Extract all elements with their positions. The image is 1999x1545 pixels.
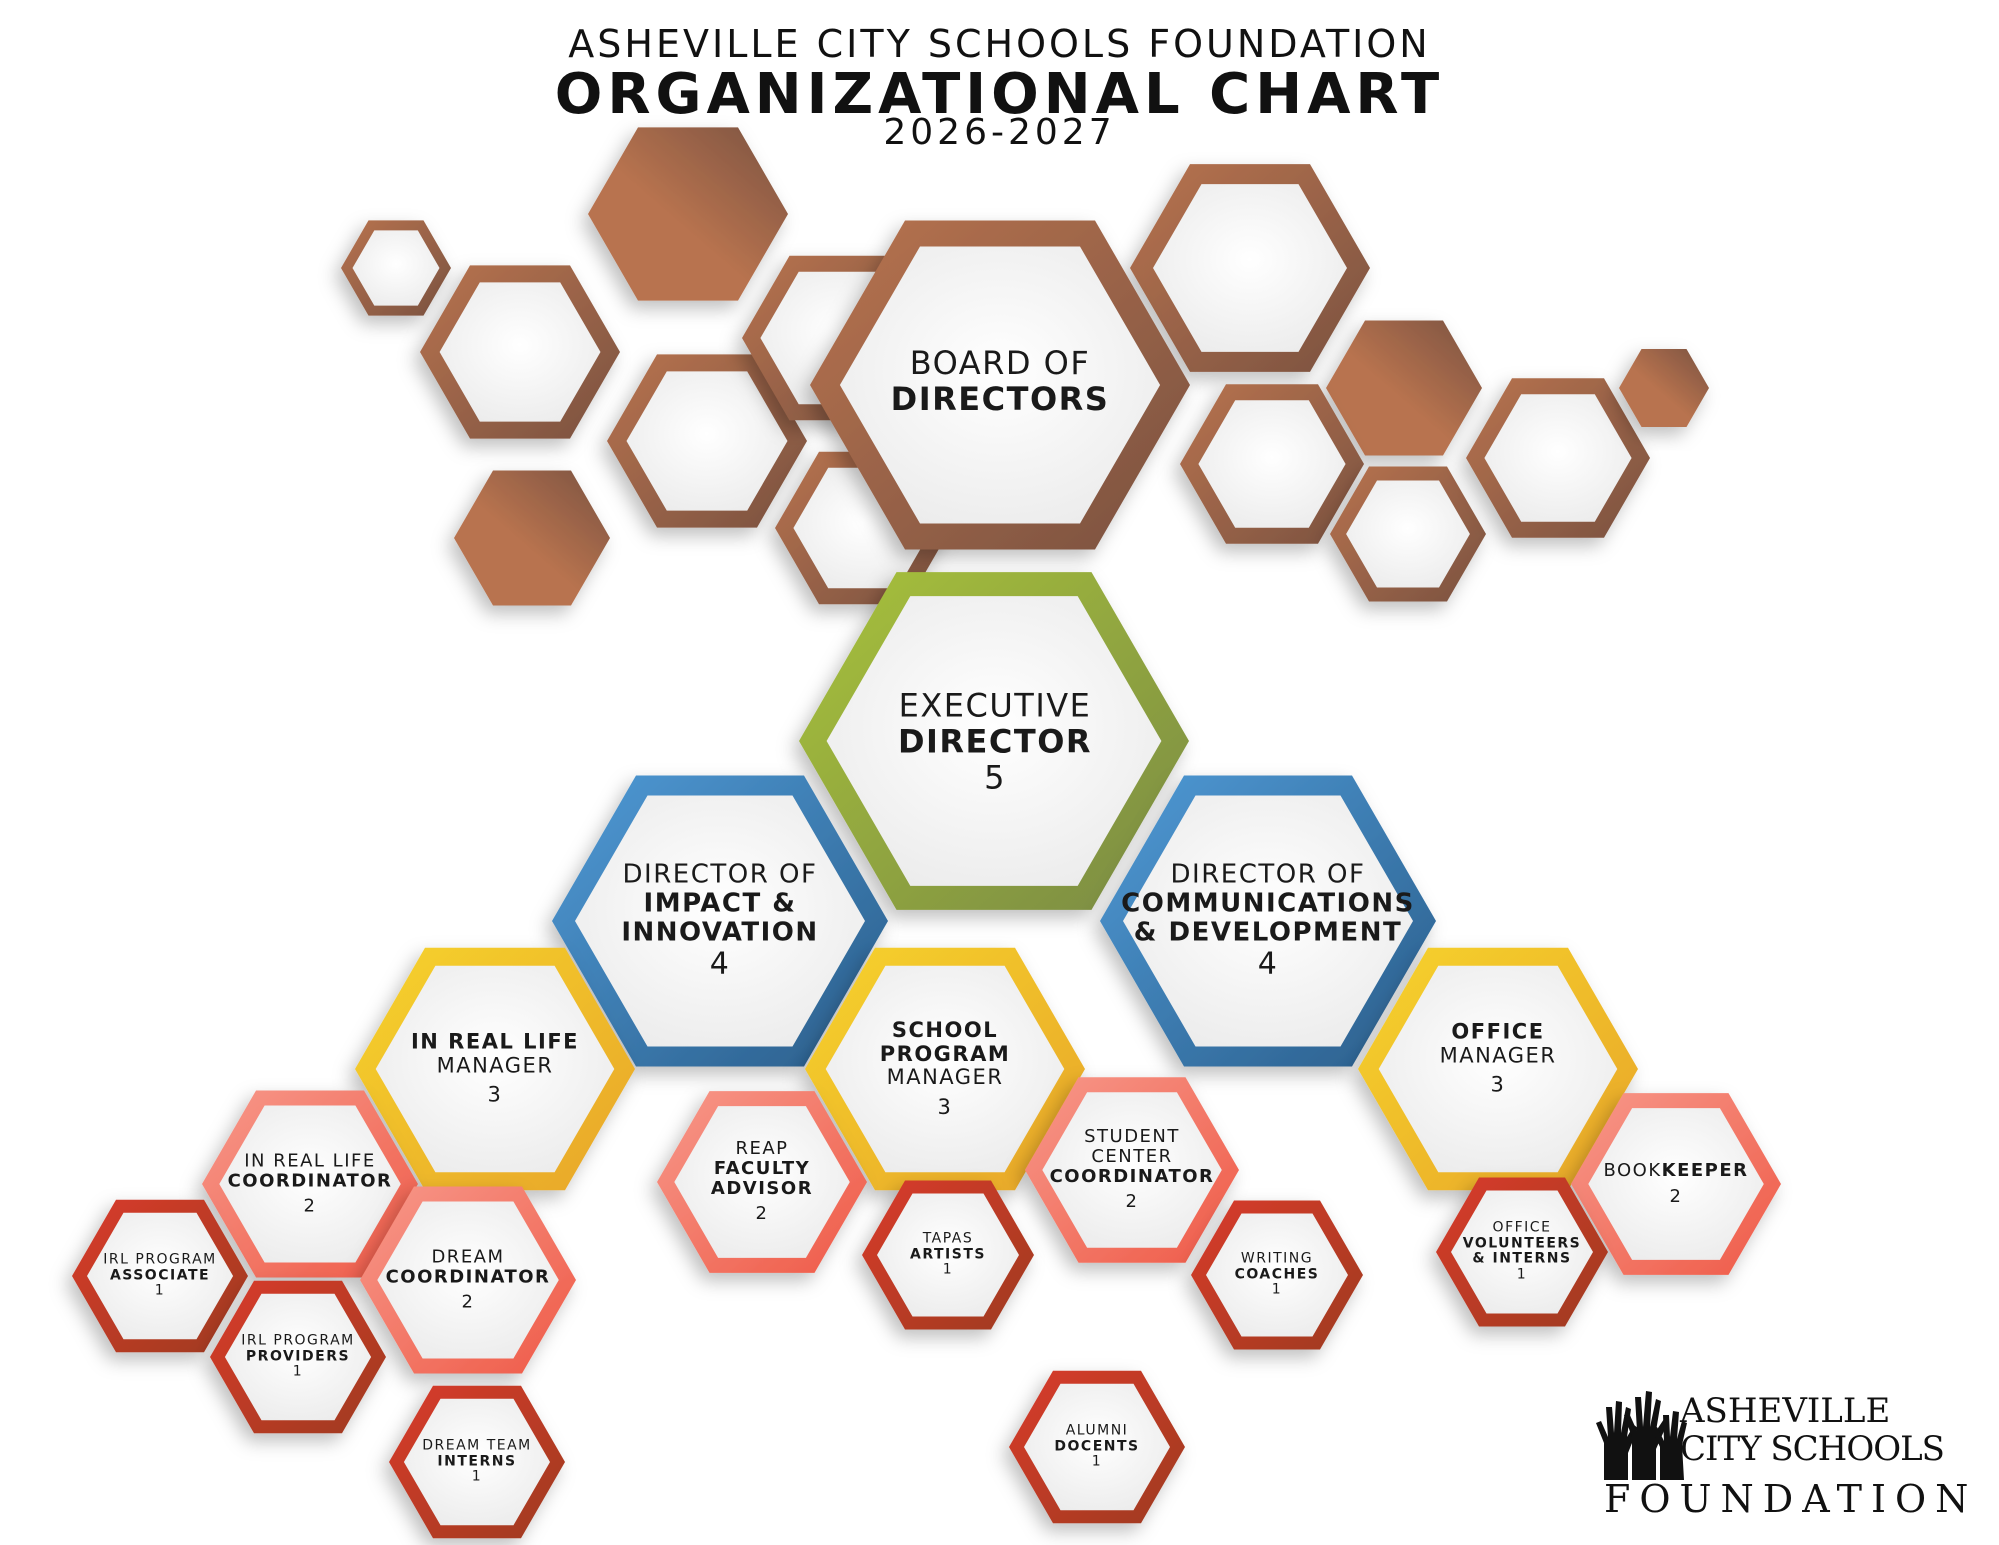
school-program-manager-label: SCHOOL PROGRAM MANAGER 3 xyxy=(879,1017,1011,1119)
director-communications-label: DIRECTOR OF COMMUNICATIONS & DEVELOPMENT… xyxy=(1121,859,1415,982)
chart-year: 2026-2027 xyxy=(883,112,1116,153)
bookkeeper-hex xyxy=(1571,1093,1781,1275)
dream-coordinator-hex xyxy=(360,1186,576,1374)
irl-manager-hex xyxy=(355,947,635,1191)
office-manager-label: OFFICE MANAGER 3 xyxy=(1439,1019,1557,1097)
raised-hands-icon xyxy=(1596,1391,1687,1480)
reap-faculty-advisor-label: REAP FACULTY ADVISOR 2 xyxy=(710,1138,814,1225)
tapas-hex xyxy=(862,1180,1034,1330)
deco-hex-13 xyxy=(1619,349,1709,427)
deco-hex-10 xyxy=(1180,384,1364,544)
office-volunteers-label: OFFICE VOLUNTEERS & INTERNS 1 xyxy=(1462,1219,1582,1283)
irl-associate-hex xyxy=(72,1199,248,1353)
deco-hex-9 xyxy=(1326,320,1482,456)
dream-coordinator-label: DREAM COORDINATOR 2 xyxy=(385,1246,551,1313)
writing-hex xyxy=(1191,1200,1363,1350)
alumni-docents-label: ALUMNI DOCENTS 1 xyxy=(1054,1422,1140,1470)
irl-manager-label: IN REAL LIFE MANAGER 3 xyxy=(410,1029,580,1107)
deco-hex-8 xyxy=(1130,164,1370,372)
irl-coordinator-label: IN REAL LIFE COORDINATOR 2 xyxy=(227,1150,393,1217)
chart-title: ORGANIZATIONAL CHART xyxy=(554,62,1445,127)
alumni-hex xyxy=(1009,1370,1185,1524)
deco-hex-1 xyxy=(341,220,451,316)
reap-advisor-hex xyxy=(657,1091,867,1273)
executive-hex xyxy=(799,572,1189,910)
irl-program-associate-label: IRL PROGRAM ASSOCIATE 1 xyxy=(103,1251,217,1299)
deco-hex-5 xyxy=(454,470,610,606)
deco-hex-4 xyxy=(607,354,807,528)
logo-line-2: CITY SCHOOLS xyxy=(1680,1429,1945,1469)
deco-hex-2 xyxy=(420,265,620,439)
foundation-logo: ASHEVILLE CITY SCHOOLS FOUNDATION xyxy=(1590,1385,1985,1535)
board-of-directors-label: BOARD OF DIRECTORS xyxy=(890,344,1110,418)
deco-hex-11 xyxy=(1330,466,1486,602)
org-name: ASHEVILLE CITY SCHOOLS FOUNDATION xyxy=(568,22,1431,66)
comms-hex xyxy=(1100,775,1436,1067)
office-manager-hex xyxy=(1358,947,1638,1191)
office-volunteers-hex xyxy=(1436,1177,1608,1327)
logo-line-3: FOUNDATION xyxy=(1604,1477,1978,1521)
logo-line-1: ASHEVILLE xyxy=(1680,1391,1891,1431)
tapas-artists-label: TAPAS ARTISTS 1 xyxy=(910,1230,986,1278)
irl-providers-hex xyxy=(210,1280,386,1434)
dream-team-interns-label: DREAM TEAM INTERNS 1 xyxy=(422,1437,532,1485)
impact-hex xyxy=(552,775,888,1067)
student-center-hex xyxy=(1025,1077,1239,1263)
student-center-coordinator-label: STUDENT CENTER COORDINATOR 2 xyxy=(1049,1126,1215,1213)
dream-interns-hex xyxy=(389,1385,565,1539)
school-program-hex xyxy=(805,947,1085,1191)
deco-hex-12 xyxy=(1466,378,1650,538)
executive-director-label: EXECUTIVE DIRECTOR 5 xyxy=(897,686,1093,796)
board-hex xyxy=(810,220,1190,550)
deco-hex-3 xyxy=(588,127,788,301)
irl-coordinator-hex xyxy=(202,1090,418,1278)
irl-program-providers-label: IRL PROGRAM PROVIDERS 1 xyxy=(241,1332,355,1380)
writing-coaches-label: WRITING COACHES 1 xyxy=(1234,1250,1320,1298)
director-impact-label: DIRECTOR OF IMPACT & INNOVATION 4 xyxy=(621,859,819,982)
bookkeeper-label: BOOKKEEPER 2 xyxy=(1603,1159,1749,1207)
